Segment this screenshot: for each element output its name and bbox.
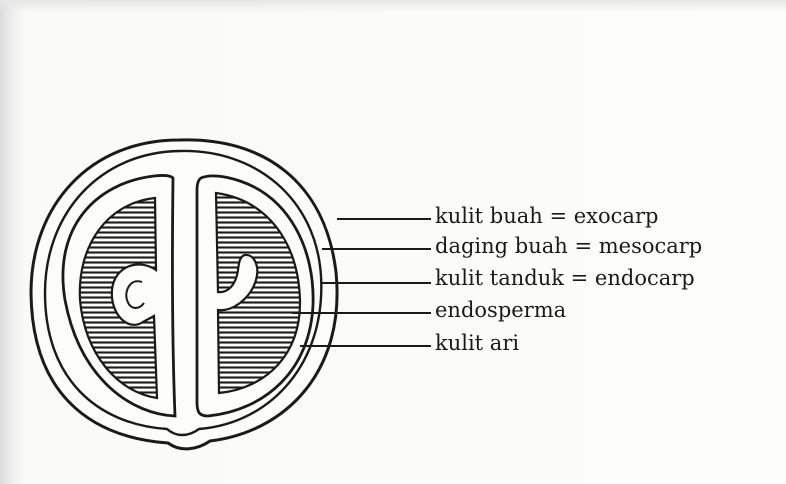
label-exocarp: kulit buah = exocarp bbox=[435, 204, 658, 228]
label-endosperm: endosperma bbox=[435, 298, 566, 322]
label-seed-skin: kulit ari bbox=[435, 331, 519, 355]
label-mesocarp: daging buah = mesocarp bbox=[435, 234, 702, 258]
label-endocarp: kulit tanduk = endocarp bbox=[435, 266, 695, 290]
